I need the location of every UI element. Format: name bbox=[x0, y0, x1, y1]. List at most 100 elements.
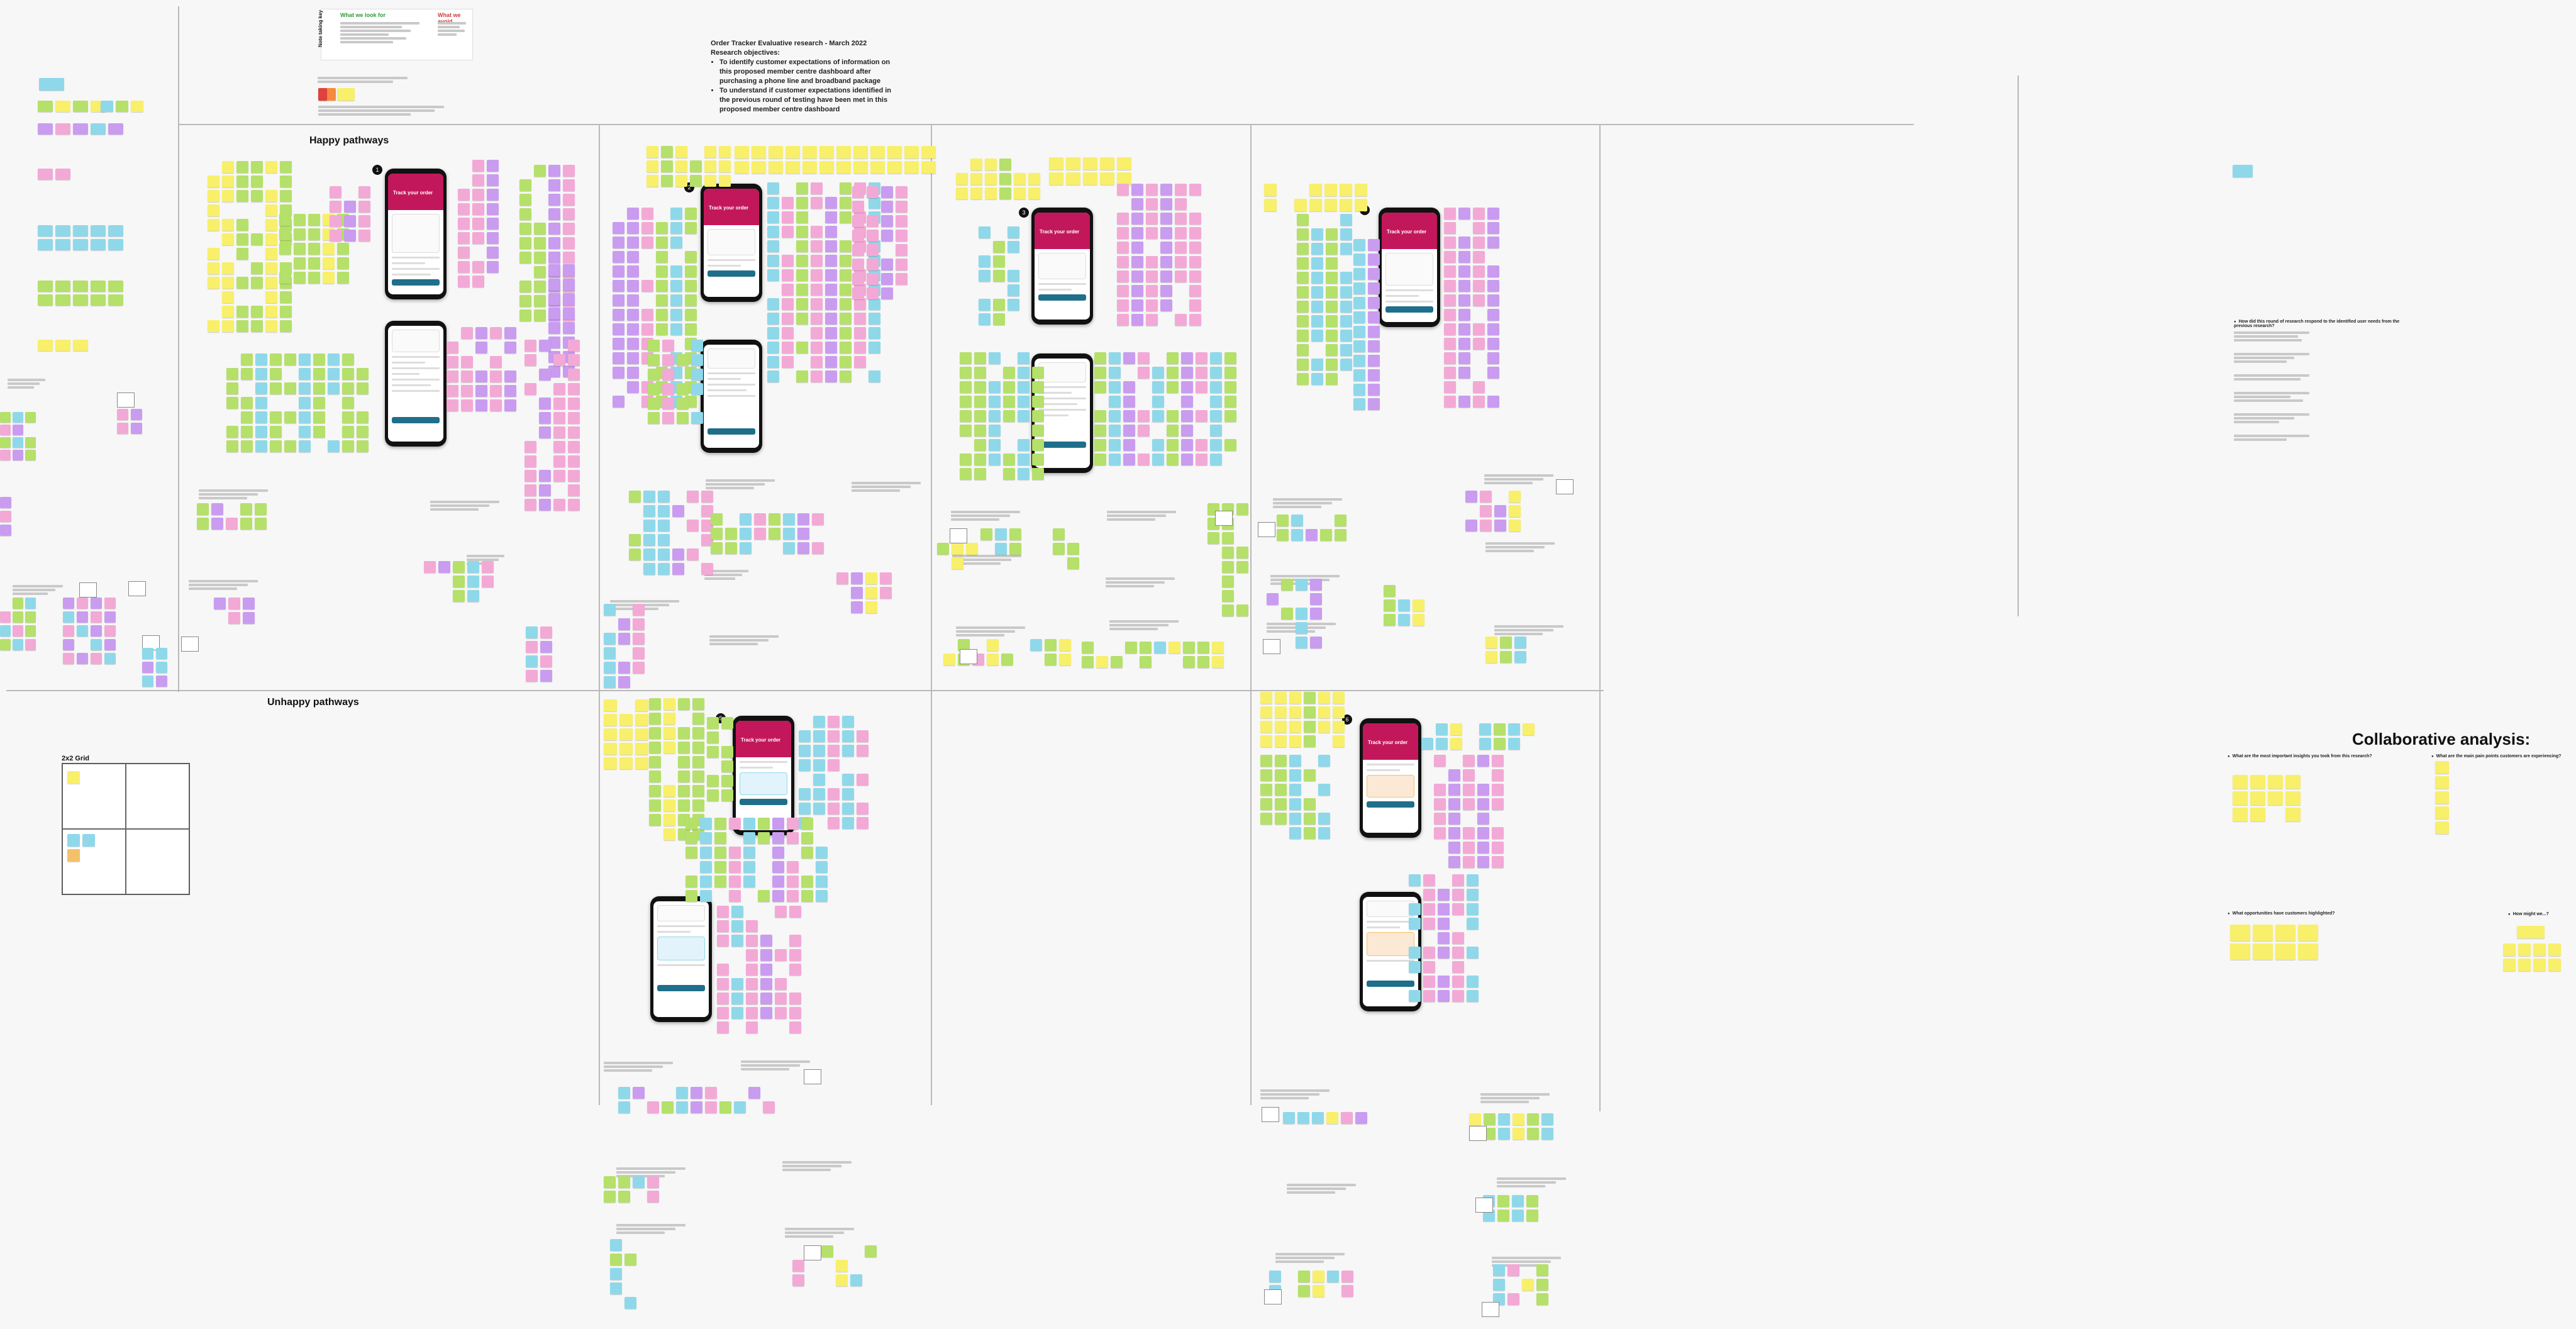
sticky-note[interactable] bbox=[251, 175, 263, 187]
sticky-note[interactable] bbox=[1123, 439, 1135, 451]
sticky-note[interactable] bbox=[700, 861, 712, 873]
sticky-note[interactable] bbox=[796, 370, 808, 382]
sticky-note[interactable] bbox=[487, 232, 499, 244]
sticky-note[interactable] bbox=[2503, 943, 2516, 956]
sticky-note[interactable] bbox=[887, 146, 902, 158]
sticky-note[interactable] bbox=[1318, 755, 1330, 767]
sticky-note[interactable] bbox=[540, 655, 552, 667]
sticky-note[interactable] bbox=[525, 441, 536, 453]
sticky-note[interactable] bbox=[1009, 528, 1021, 540]
sticky-note[interactable] bbox=[1123, 381, 1135, 393]
sticky-note[interactable] bbox=[2518, 959, 2531, 971]
sticky-note[interactable] bbox=[1138, 367, 1150, 379]
sticky-note[interactable] bbox=[1448, 856, 1460, 868]
sticky-note[interactable] bbox=[1111, 656, 1123, 668]
sticky-note[interactable] bbox=[104, 611, 116, 623]
wireframe-thumbnail[interactable] bbox=[1556, 479, 1574, 494]
sticky-note[interactable] bbox=[1492, 798, 1504, 810]
sticky-note[interactable] bbox=[241, 411, 253, 423]
sticky-note[interactable] bbox=[1297, 286, 1309, 298]
sticky-note[interactable] bbox=[760, 978, 772, 990]
sticky-note[interactable] bbox=[1368, 384, 1380, 396]
sticky-note[interactable] bbox=[610, 1254, 622, 1265]
sticky-note[interactable] bbox=[2250, 808, 2265, 821]
sticky-note[interactable] bbox=[735, 161, 749, 174]
sticky-note[interactable] bbox=[649, 713, 661, 725]
sticky-note[interactable] bbox=[687, 491, 699, 503]
sticky-note[interactable] bbox=[91, 653, 102, 664]
sticky-note[interactable] bbox=[685, 280, 697, 292]
sticky-note[interactable] bbox=[1224, 410, 1236, 422]
sticky-note[interactable] bbox=[1436, 723, 1448, 735]
sticky-note[interactable] bbox=[1341, 1271, 1353, 1282]
sticky-note[interactable] bbox=[1311, 272, 1323, 284]
sticky-note[interactable] bbox=[974, 453, 986, 465]
wireframe-thumbnail[interactable] bbox=[1262, 1107, 1279, 1122]
sticky-note[interactable] bbox=[970, 187, 982, 199]
sticky-note[interactable] bbox=[707, 731, 719, 743]
sticky-note[interactable] bbox=[1100, 172, 1114, 185]
sticky-note[interactable] bbox=[299, 440, 311, 452]
sticky-note[interactable] bbox=[811, 269, 823, 281]
sticky-note[interactable] bbox=[1131, 270, 1143, 282]
sticky-note[interactable] bbox=[1028, 187, 1040, 199]
sticky-note[interactable] bbox=[787, 818, 799, 830]
sticky-note[interactable] bbox=[228, 612, 240, 624]
sticky-note[interactable] bbox=[487, 218, 499, 230]
sticky-note[interactable] bbox=[1109, 425, 1121, 437]
sticky-note[interactable] bbox=[865, 601, 877, 613]
sticky-note[interactable] bbox=[1001, 653, 1013, 665]
sticky-note[interactable] bbox=[731, 993, 743, 1004]
sticky-note[interactable] bbox=[854, 356, 866, 368]
sticky-note[interactable] bbox=[1208, 532, 1219, 544]
sticky-note[interactable] bbox=[108, 123, 123, 135]
researcher-note[interactable] bbox=[785, 1226, 854, 1239]
sticky-note[interactable] bbox=[487, 189, 499, 201]
sticky-note[interactable] bbox=[1487, 265, 1499, 277]
sticky-note[interactable] bbox=[999, 187, 1011, 199]
sticky-note[interactable] bbox=[0, 611, 11, 623]
wireframe-thumbnail[interactable] bbox=[1215, 511, 1233, 526]
sticky-note[interactable] bbox=[308, 272, 320, 284]
sticky-note[interactable] bbox=[472, 160, 484, 172]
sticky-note[interactable] bbox=[487, 174, 499, 186]
sticky-note[interactable] bbox=[55, 123, 70, 135]
sticky-note[interactable] bbox=[767, 370, 779, 382]
sticky-note[interactable] bbox=[881, 215, 893, 227]
sticky-note[interactable] bbox=[956, 173, 968, 185]
sticky-note[interactable] bbox=[2253, 943, 2273, 960]
sticky-note[interactable] bbox=[1131, 213, 1143, 225]
sticky-note[interactable] bbox=[461, 327, 473, 339]
sticky-note[interactable] bbox=[641, 222, 653, 234]
sticky-note[interactable] bbox=[344, 230, 356, 242]
sticky-note[interactable] bbox=[1140, 642, 1152, 653]
sticky-note[interactable] bbox=[937, 543, 949, 555]
sticky-note[interactable] bbox=[1398, 614, 1410, 626]
sticky-note[interactable] bbox=[1340, 199, 1352, 211]
sticky-note[interactable] bbox=[525, 455, 536, 467]
sticky-note[interactable] bbox=[255, 382, 267, 394]
sticky-note[interactable] bbox=[280, 204, 292, 216]
sticky-note[interactable] bbox=[1326, 286, 1338, 298]
sticky-note[interactable] bbox=[852, 244, 864, 256]
sticky-note[interactable] bbox=[613, 251, 625, 263]
sticky-note[interactable] bbox=[1030, 639, 1042, 651]
sticky-note[interactable] bbox=[1123, 410, 1135, 422]
sticky-note[interactable] bbox=[1527, 1113, 1539, 1125]
sticky-note[interactable] bbox=[1444, 352, 1456, 364]
sticky-note[interactable] bbox=[1438, 918, 1450, 930]
sticky-note[interactable] bbox=[1018, 396, 1030, 408]
sticky-note[interactable] bbox=[55, 239, 70, 250]
sticky-note[interactable] bbox=[553, 354, 565, 366]
sticky-note[interactable] bbox=[1152, 396, 1164, 408]
sticky-note[interactable] bbox=[0, 425, 11, 435]
sticky-note[interactable] bbox=[1444, 236, 1456, 248]
sticky-note[interactable] bbox=[504, 399, 516, 411]
sticky-note[interactable] bbox=[633, 618, 645, 630]
sticky-note[interactable] bbox=[1175, 256, 1187, 268]
sticky-note[interactable] bbox=[1197, 656, 1209, 668]
sticky-note[interactable] bbox=[979, 313, 991, 325]
sticky-note[interactable] bbox=[852, 201, 864, 213]
researcher-note[interactable] bbox=[952, 553, 1021, 566]
sticky-note[interactable] bbox=[767, 313, 779, 325]
